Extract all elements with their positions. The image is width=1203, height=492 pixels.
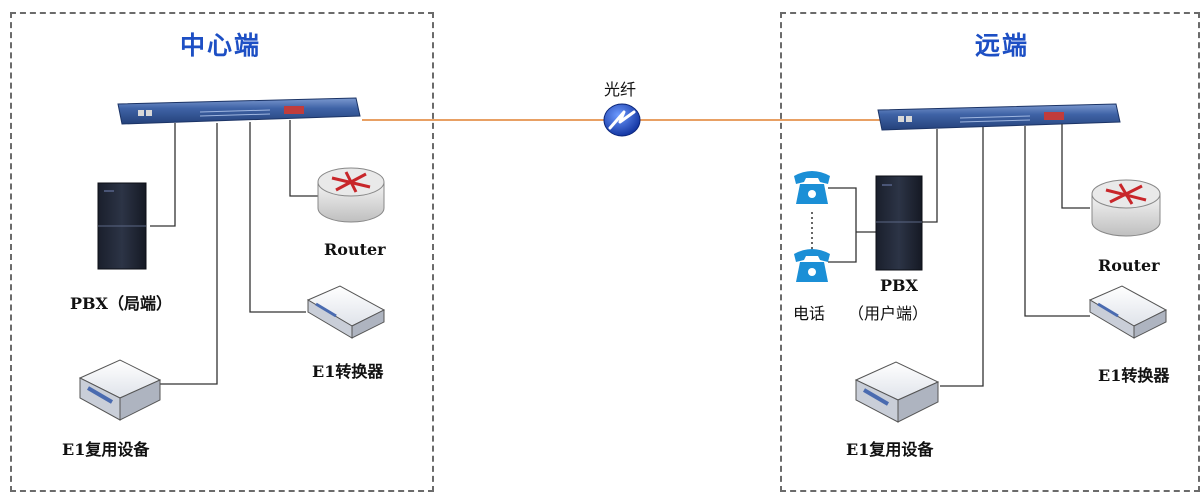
remote-router-label: Router (1098, 256, 1160, 275)
phone-icon (794, 171, 830, 204)
fiber-icon (603, 103, 641, 137)
central-e1-mux-label: E1复用设备 (62, 440, 150, 459)
remote-e1-converter-device (1088, 285, 1168, 339)
remote-e1-mux-label: E1复用设备 (846, 440, 934, 459)
central-rack-device (117, 97, 361, 125)
remote-pbx-label: PBX (880, 276, 918, 295)
remote-rack-device (877, 103, 1121, 131)
remote-router-device (1091, 179, 1161, 237)
central-zone-title: 中心端 (180, 31, 262, 60)
fiber-label: 光纤 (604, 80, 637, 99)
remote-pbx-sublabel: （用户端） (848, 304, 929, 323)
central-pbx-device (97, 182, 147, 270)
central-e1-converter-device (306, 285, 386, 339)
central-router-label: Router (324, 240, 386, 259)
phone-label: 电话 (793, 304, 826, 323)
central-e1-converter-label: E1转换器 (312, 362, 384, 381)
central-router-device (317, 167, 385, 223)
remote-e1-converter-label: E1转换器 (1098, 366, 1170, 385)
central-e1-mux-device (78, 359, 162, 421)
remote-e1-mux-device (854, 361, 940, 423)
remote-pbx-device (875, 175, 923, 271)
remote-zone-title: 远端 (975, 31, 1030, 60)
phone-icon (794, 249, 830, 282)
central-pbx-label: PBX（局端） (70, 294, 172, 313)
